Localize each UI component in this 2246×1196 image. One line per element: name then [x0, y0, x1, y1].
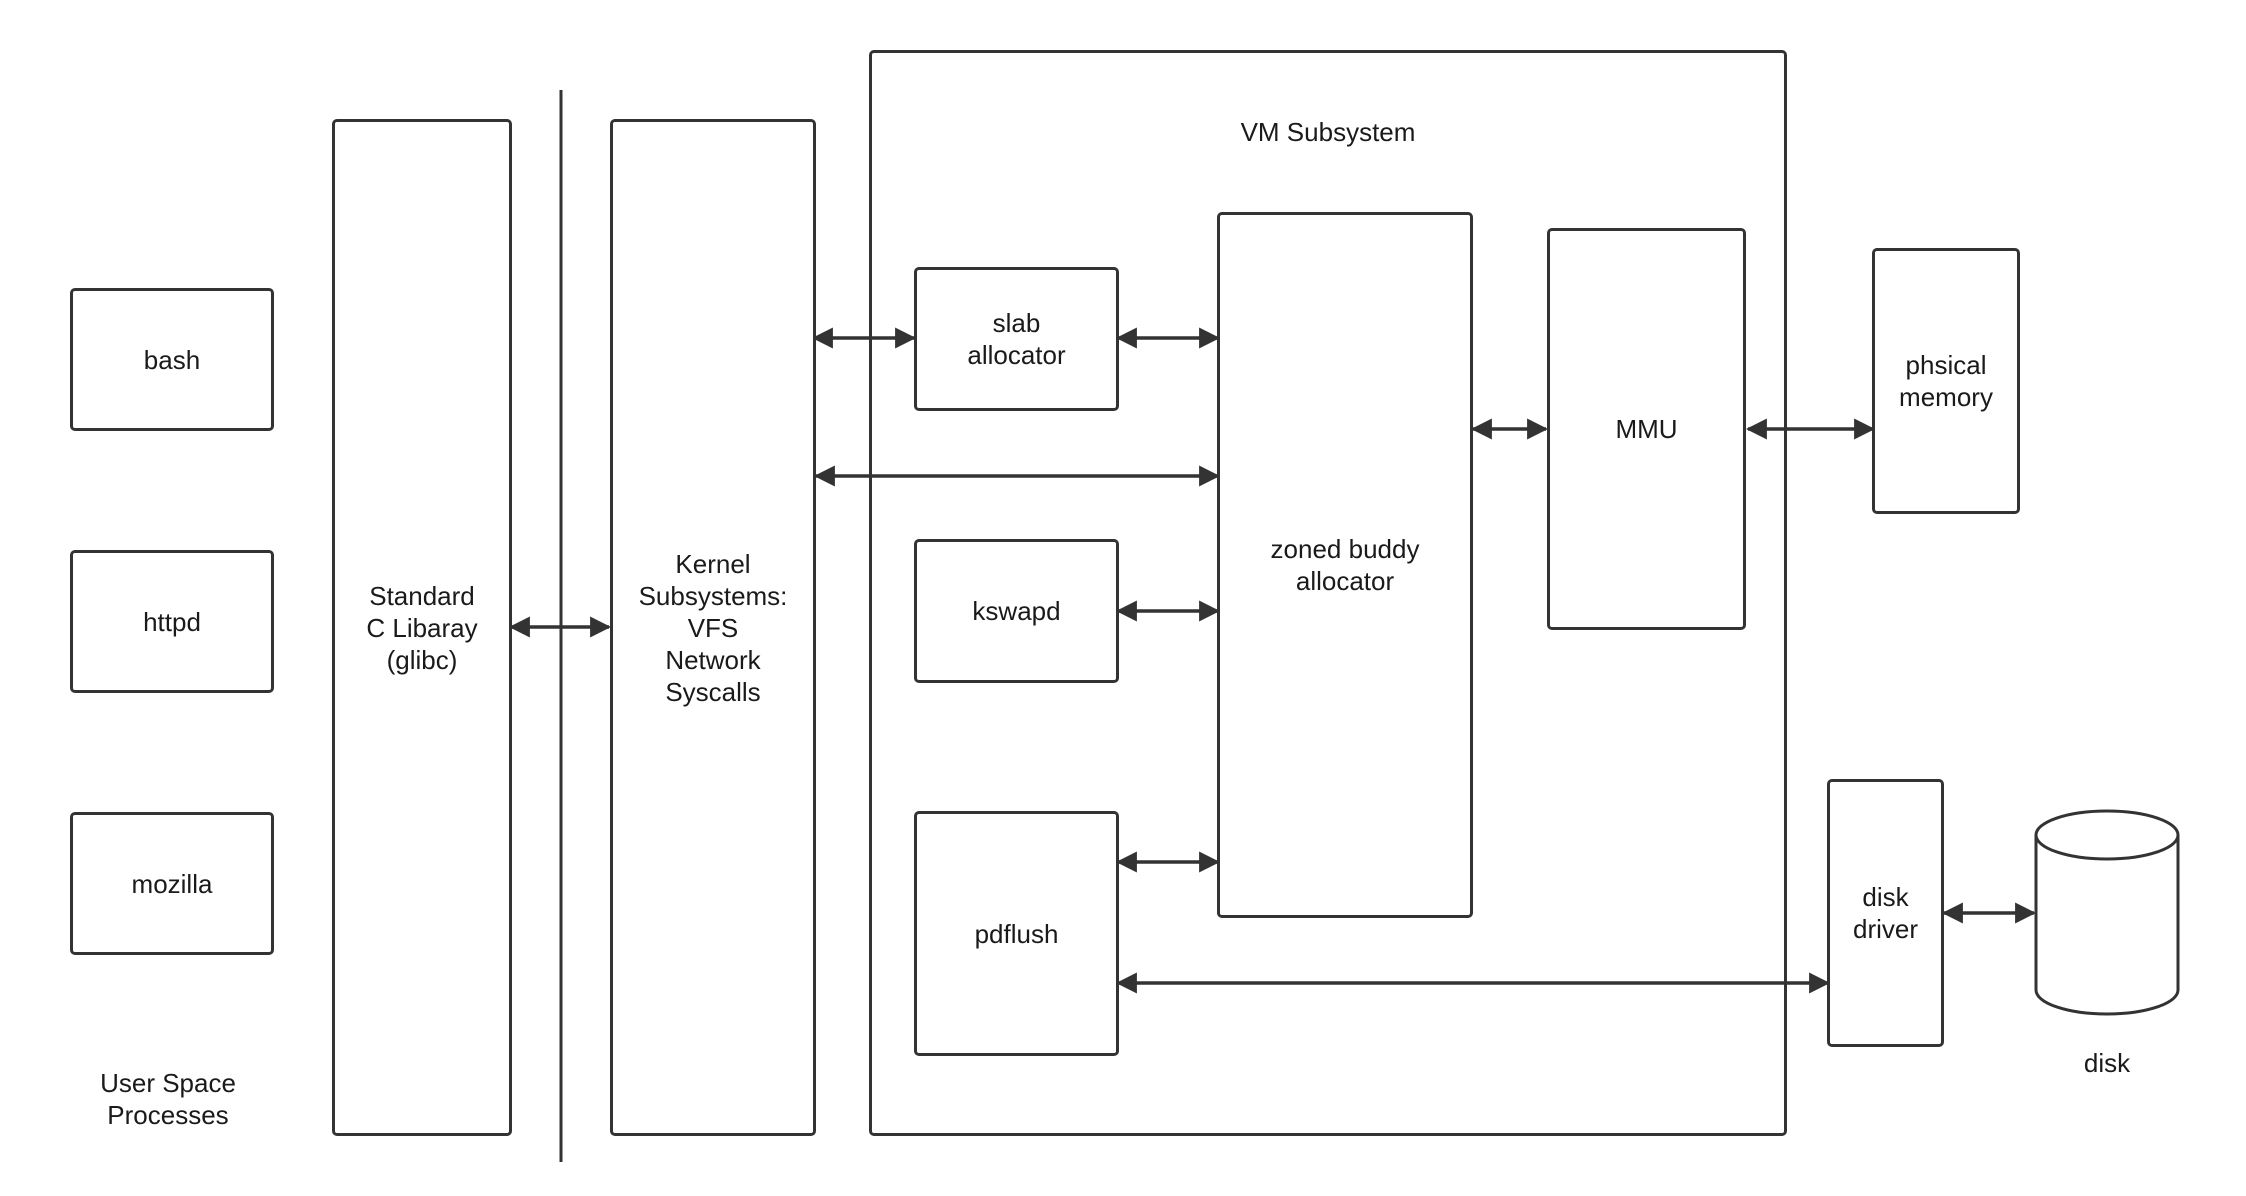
physical-memory-box: phsical memory: [1872, 248, 2020, 514]
disk-driver-label: disk driver: [1852, 882, 1918, 944]
process-box-httpd: httpd: [70, 550, 274, 693]
kernel-subsystems-box: Kernel Subsystems: VFS Network Syscalls: [610, 119, 816, 1136]
disk-label: disk: [2083, 1048, 2131, 1078]
mmu-box: MMU: [1547, 228, 1746, 630]
process-label: mozilla: [131, 868, 213, 899]
kswapd-box: kswapd: [914, 539, 1119, 683]
process-label: bash: [143, 344, 201, 375]
vm-subsystem-title: VM Subsystem: [1240, 117, 1416, 147]
disk-icon: [2034, 809, 2180, 1016]
kswapd-label: kswapd: [972, 596, 1061, 626]
vm-subsystem-container: [869, 50, 1787, 1136]
zoned-buddy-allocator-box: zoned buddy allocator: [1217, 212, 1473, 918]
process-box-mozilla: mozilla: [70, 812, 274, 955]
standard-c-library-label: Standard C Libaray (glibc): [366, 580, 478, 675]
zoned-buddy-allocator-label: zoned buddy allocator: [1270, 534, 1420, 596]
user-space-caption: User Space Processes: [100, 1068, 236, 1130]
standard-c-library-box: Standard C Libaray (glibc): [332, 119, 512, 1136]
physical-memory-label: phsical memory: [1899, 350, 1993, 412]
disk-driver-box: disk driver: [1827, 779, 1944, 1047]
pdflush-label: pdflush: [974, 918, 1059, 949]
process-box-bash: bash: [70, 288, 274, 431]
kernel-subsystems-label: Kernel Subsystems: VFS Network Syscalls: [638, 548, 788, 707]
process-label: httpd: [143, 606, 201, 637]
mmu-label: MMU: [1615, 414, 1678, 444]
slab-allocator-label: slab allocator: [967, 308, 1066, 370]
slab-allocator-box: slab allocator: [914, 267, 1119, 411]
pdflush-box: pdflush: [914, 811, 1119, 1056]
